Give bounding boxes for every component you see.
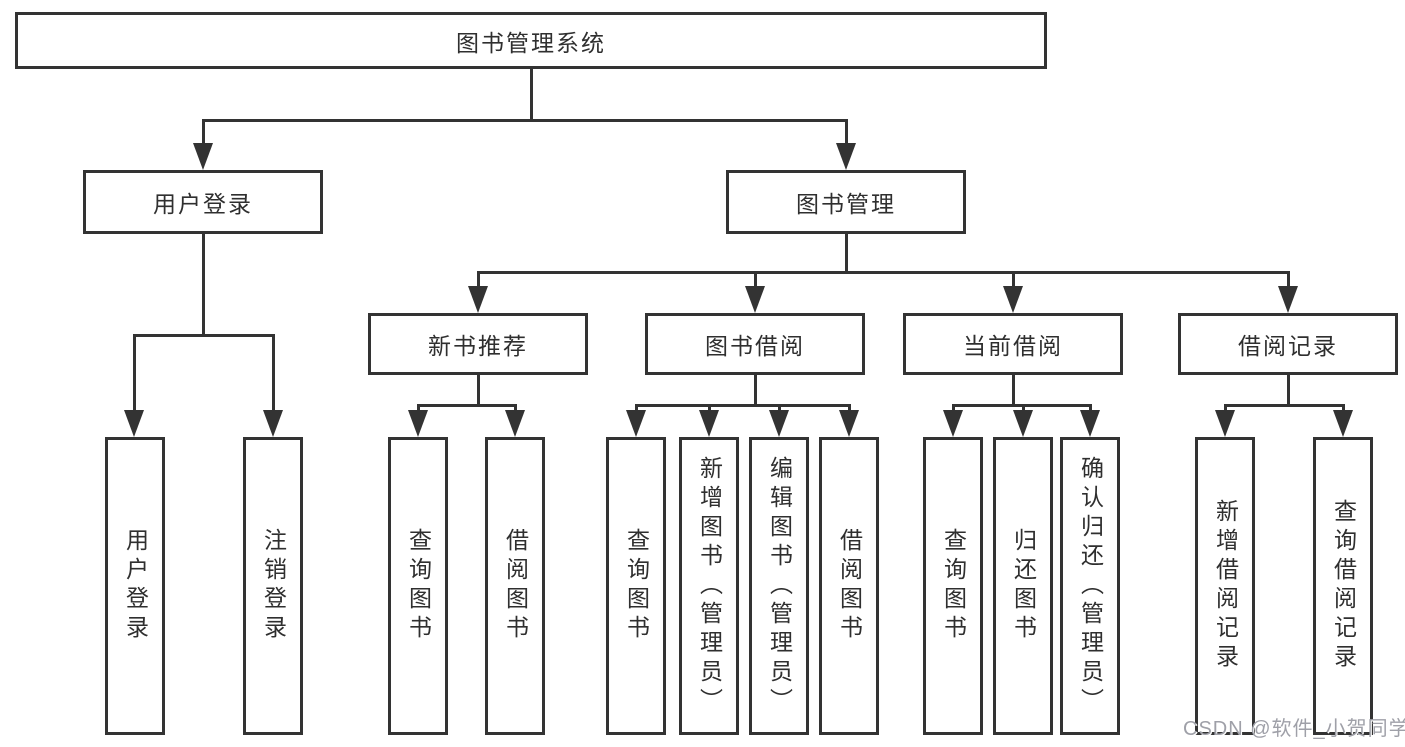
connector-drop-borrow-records xyxy=(1286,272,1290,290)
node-label: 借阅图书 xyxy=(502,528,529,644)
arrow-bb-borrow xyxy=(839,410,859,437)
connector-root-trunk xyxy=(529,69,533,120)
connector-new-book-rec-trunk xyxy=(476,375,480,405)
leaf-borrow-books: 借阅图书 xyxy=(819,437,879,735)
connector-borrow-records-trunk xyxy=(1286,375,1290,405)
node-label: 新增借阅记录 xyxy=(1212,499,1239,673)
node-label: 用户登录 xyxy=(153,191,253,217)
arrow-book-borrow xyxy=(745,286,765,313)
connector-drop-new-book-rec xyxy=(476,272,480,290)
leaf-query-books-borrow: 查询图书 xyxy=(606,437,666,735)
arrow-cb-confirm xyxy=(1080,410,1100,437)
arrow-user-login xyxy=(193,143,213,170)
leaf-logout: 注销登录 xyxy=(243,437,303,735)
arrow-bb-edit xyxy=(769,410,789,437)
arrow-rec-borrow xyxy=(505,410,525,437)
connector-drop-cb-query xyxy=(951,405,955,414)
node-label: 新增图书（管理员） xyxy=(696,455,723,717)
leaf-query-books-recommend: 查询图书 xyxy=(388,437,448,735)
node-label: 编辑图书（管理员） xyxy=(766,455,793,717)
connector-drop-bb-query xyxy=(634,405,638,414)
leaf-query-borrow-record: 查询借阅记录 xyxy=(1313,437,1373,735)
connector-drop-cb-confirm xyxy=(1088,405,1092,414)
arrow-br-add xyxy=(1215,410,1235,437)
arrow-borrow-records xyxy=(1278,286,1298,313)
connector-drop-bb-edit xyxy=(777,405,781,414)
arrow-br-query xyxy=(1333,410,1353,437)
connector-borrow-records-split xyxy=(1223,403,1345,407)
connector-current-borrow-split xyxy=(951,403,1092,407)
leaf-borrow-books-recommend: 借阅图书 xyxy=(485,437,545,735)
node-label: 查询借阅记录 xyxy=(1330,499,1357,673)
leaf-user-login: 用户登录 xyxy=(105,437,165,735)
connector-drop-leaf-user-login xyxy=(132,335,136,415)
arrow-cb-query xyxy=(943,410,963,437)
connector-drop-bb-add xyxy=(707,405,711,414)
arrow-bb-add xyxy=(699,410,719,437)
node-label: 借阅记录 xyxy=(1238,333,1338,359)
node-label: 注销登录 xyxy=(260,528,287,644)
arrow-cb-return xyxy=(1013,410,1033,437)
connector-current-borrow-trunk xyxy=(1011,375,1015,405)
node-label: 查询图书 xyxy=(405,528,432,644)
connector-drop-cb-return xyxy=(1021,405,1025,414)
node-borrowing-records: 借阅记录 xyxy=(1178,313,1398,375)
connector-user-login-split xyxy=(132,333,275,337)
connector-drop-book-mgmt xyxy=(844,120,848,150)
arrow-bb-query xyxy=(626,410,646,437)
connector-drop-rec-borrow xyxy=(513,405,517,414)
connector-drop-leaf-logout xyxy=(271,335,275,415)
node-current-borrowing: 当前借阅 xyxy=(903,313,1123,375)
node-label: 归还图书 xyxy=(1010,528,1037,644)
node-label: 查询图书 xyxy=(623,528,650,644)
connector-book-mgmt-split xyxy=(476,270,1290,274)
leaf-query-books-current: 查询图书 xyxy=(923,437,983,735)
node-label: 图书管理 xyxy=(796,191,896,217)
connector-book-mgmt-trunk xyxy=(844,234,848,272)
leaf-return-book: 归还图书 xyxy=(993,437,1053,735)
connector-drop-book-borrow xyxy=(753,272,757,290)
leaf-add-borrow-record: 新增借阅记录 xyxy=(1195,437,1255,735)
node-label: 新书推荐 xyxy=(428,333,528,359)
node-label: 用户登录 xyxy=(122,528,149,644)
node-label: 图书管理系统 xyxy=(456,29,606,56)
node-label: 图书借阅 xyxy=(705,333,805,359)
node-label: 当前借阅 xyxy=(963,333,1063,359)
node-library-management-system: 图书管理系统 xyxy=(15,12,1047,69)
leaf-add-book-admin: 新增图书（管理员） xyxy=(679,437,739,735)
arrow-new-book-rec xyxy=(468,286,488,313)
arrow-book-mgmt xyxy=(836,143,856,170)
node-book-management: 图书管理 xyxy=(726,170,966,234)
connector-book-borrow-trunk xyxy=(753,375,757,405)
node-label: 确认归还（管理员） xyxy=(1077,455,1104,717)
connector-root-split xyxy=(201,118,848,122)
connector-user-login-trunk xyxy=(201,234,205,335)
leaf-confirm-return-admin: 确认归还（管理员） xyxy=(1060,437,1120,735)
connector-book-borrow-split xyxy=(634,403,851,407)
node-new-book-recommendation: 新书推荐 xyxy=(368,313,588,375)
connector-drop-br-add xyxy=(1223,405,1227,414)
watermark-text: CSDN @软件_小贺同学 xyxy=(1183,718,1405,740)
connector-drop-br-query xyxy=(1341,405,1345,414)
node-book-borrowing: 图书借阅 xyxy=(645,313,865,375)
arrow-leaf-user-login xyxy=(124,410,144,437)
node-user-login: 用户登录 xyxy=(83,170,323,234)
connector-new-book-rec-split xyxy=(416,403,517,407)
arrow-rec-query xyxy=(408,410,428,437)
connector-drop-current-borrow xyxy=(1011,272,1015,290)
connector-drop-bb-borrow xyxy=(847,405,851,414)
connector-drop-rec-query xyxy=(416,405,420,414)
node-label: 借阅图书 xyxy=(836,528,863,644)
connector-drop-user-login xyxy=(201,120,205,150)
arrow-leaf-logout xyxy=(263,410,283,437)
arrow-current-borrow xyxy=(1003,286,1023,313)
leaf-edit-book-admin: 编辑图书（管理员） xyxy=(749,437,809,735)
node-label: 查询图书 xyxy=(940,528,967,644)
